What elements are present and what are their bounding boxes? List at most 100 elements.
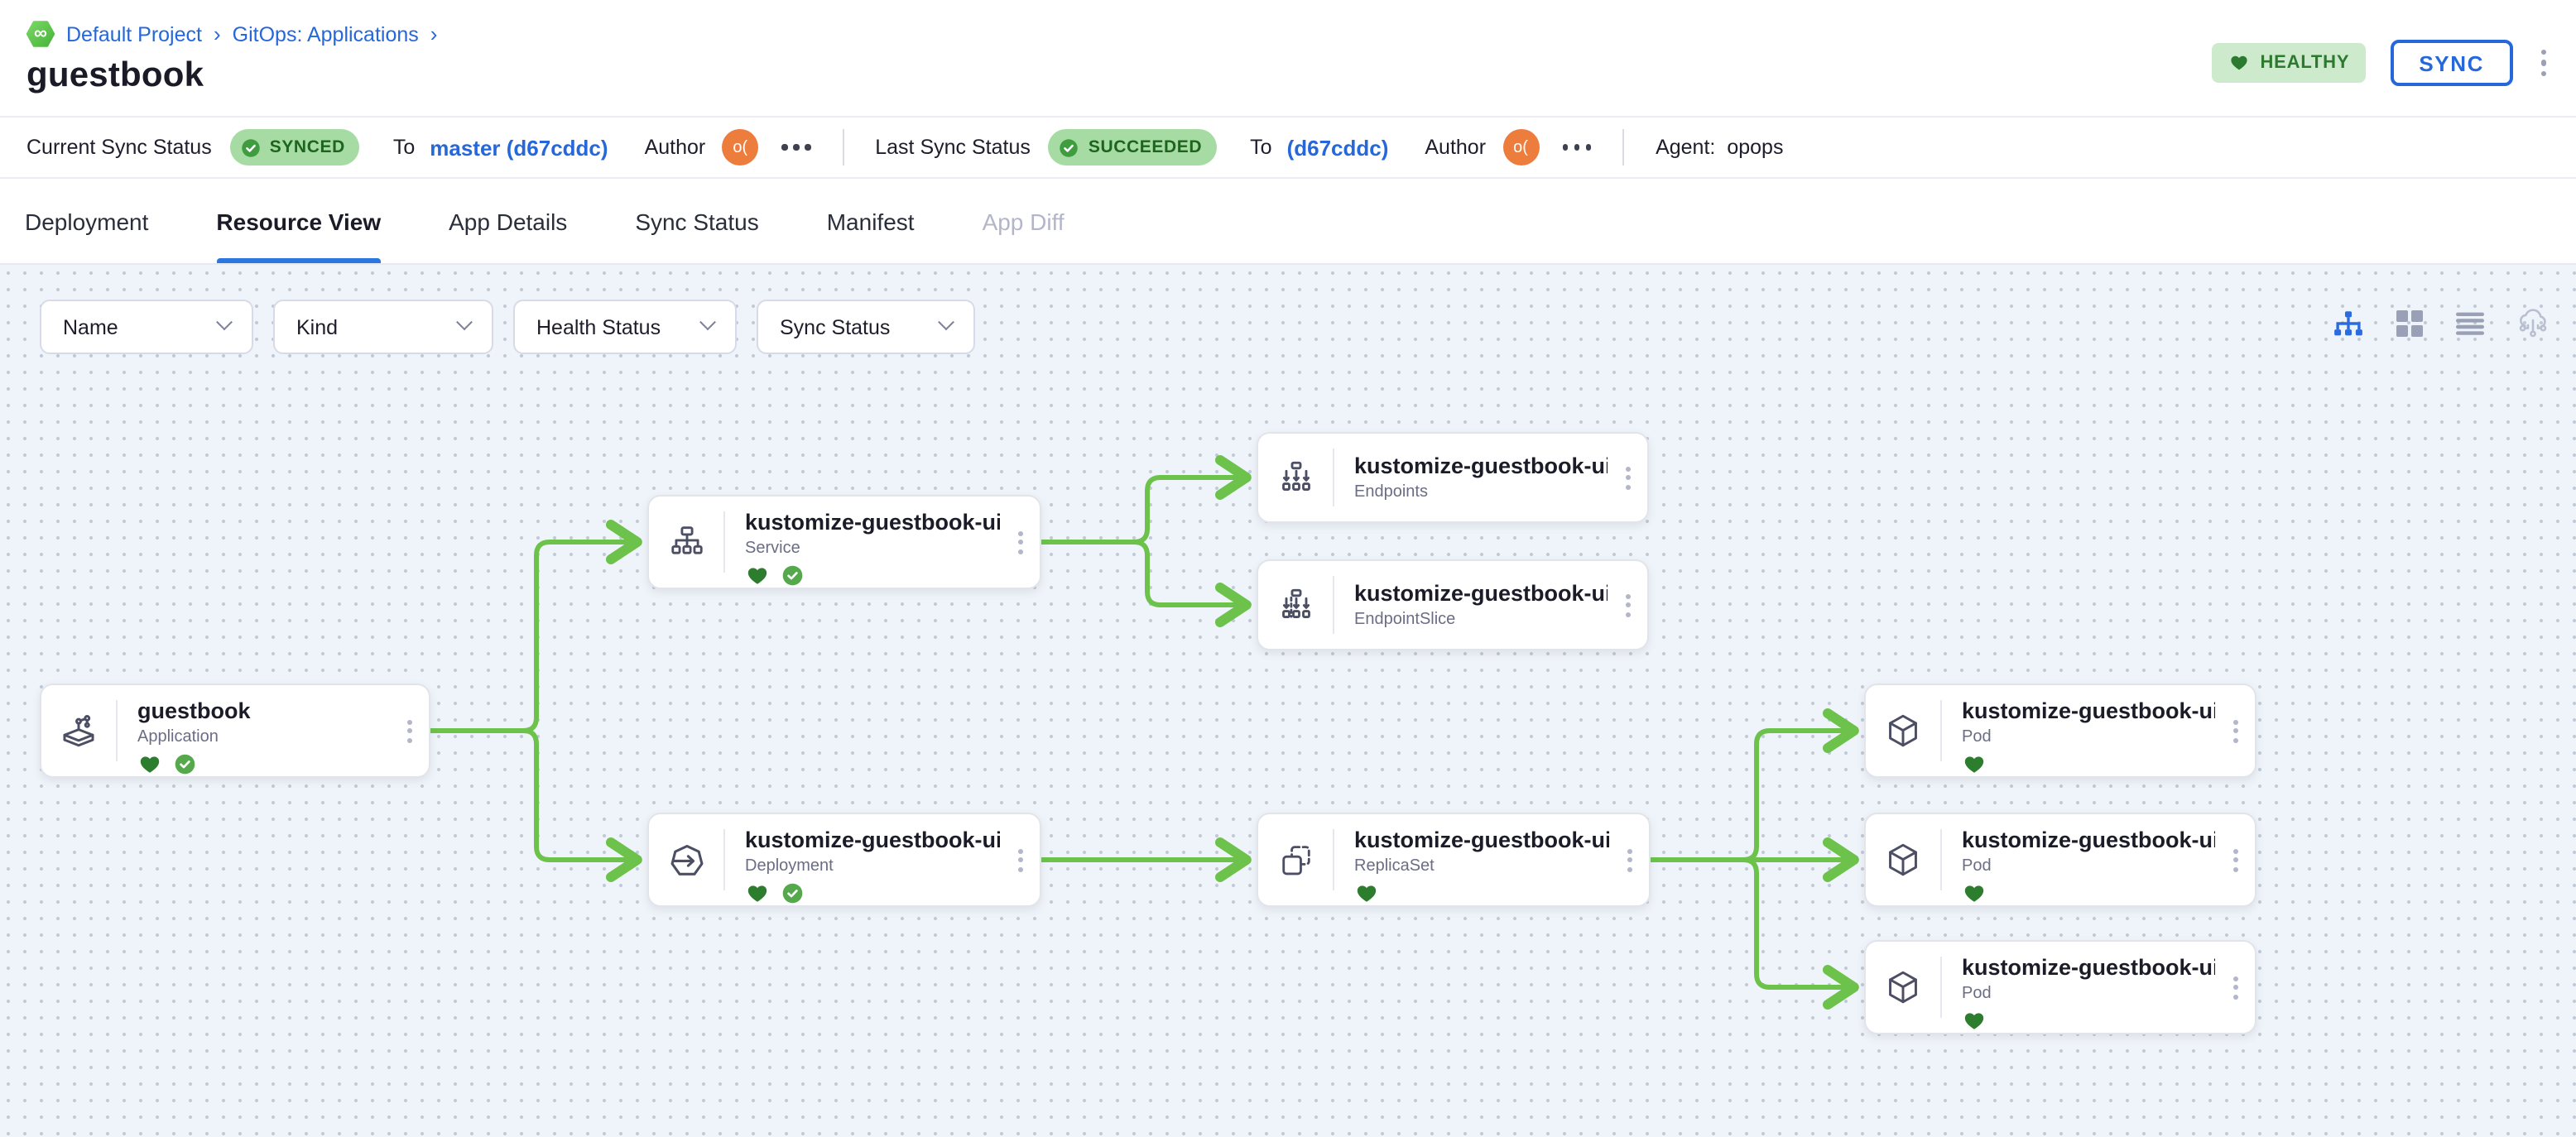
resource-status-icons <box>1354 882 1609 905</box>
tab-sync-status[interactable]: Sync Status <box>635 208 759 234</box>
filter-health-status[interactable]: Health Status <box>513 300 737 354</box>
node-menu-icon[interactable] <box>2215 814 2255 905</box>
divider <box>116 700 118 761</box>
resource-kind: Pod <box>1962 985 1992 1003</box>
node-menu-icon[interactable] <box>1608 561 1647 649</box>
resource-graph-canvas[interactable]: Name Kind Health Status Sync Status <box>0 265 2576 1137</box>
synced-check-icon <box>782 884 803 904</box>
breadcrumb-separator: › <box>430 22 438 46</box>
chevron-down-icon <box>699 314 716 331</box>
resource-kind: Endpoints <box>1354 483 1428 501</box>
resource-name: kustomize-guestbook-ui <box>745 510 1000 535</box>
node-menu-icon[interactable] <box>389 685 429 776</box>
header-actions: HEALTHY SYNC <box>2212 40 2550 86</box>
more-options-icon[interactable] <box>2537 46 2550 80</box>
tree-view-icon[interactable] <box>2333 311 2364 336</box>
ellipsis-icon[interactable] <box>1562 144 1592 151</box>
node-menu-icon[interactable] <box>1608 434 1647 521</box>
resource-name: kustomize-guestbook-ui-... <box>1354 581 1608 606</box>
resource-status-icons <box>745 564 1000 588</box>
breadcrumb-project-link[interactable]: Default Project <box>66 22 202 46</box>
divider <box>723 829 725 890</box>
divider <box>842 129 844 166</box>
filter-sync-status[interactable]: Sync Status <box>757 300 975 354</box>
resource-node-pod-kustomize-guestbook-ui[interactable]: kustomize-guestbook-ui-... Pod <box>1864 813 2256 907</box>
tab-app-diff: App Diff <box>982 208 1065 234</box>
cloud-view-icon[interactable] <box>2516 308 2550 339</box>
resource-node-pod-kustomize-guestbook-ui[interactable]: kustomize-guestbook-ui-... Pod <box>1864 940 2256 1034</box>
author-avatar[interactable]: o( <box>1502 129 1540 166</box>
healthy-heart-icon <box>1964 885 1984 902</box>
tab-manifest[interactable]: Manifest <box>826 208 915 234</box>
healthy-heart-icon <box>747 568 767 584</box>
filter-name[interactable]: Name <box>40 300 253 354</box>
header: ∞ Default Project › GitOps: Applications… <box>0 0 2576 116</box>
author-label: Author <box>1425 136 1487 159</box>
current-sync-status-label: Current Sync Status <box>26 136 212 159</box>
resource-node-application-guestbook[interactable]: guestbook Application <box>40 684 430 778</box>
edge-app-to-svc <box>428 520 642 733</box>
deployment-icon <box>649 814 723 905</box>
endpoints-icon <box>1258 434 1333 521</box>
divider <box>1622 129 1625 166</box>
pod-icon <box>1866 942 1940 1033</box>
node-menu-icon[interactable] <box>2215 942 2255 1033</box>
healthy-heart-icon <box>140 756 160 773</box>
chevron-down-icon <box>456 314 473 331</box>
divider <box>1333 449 1334 506</box>
resource-kind: EndpointSlice <box>1354 611 1456 629</box>
resource-node-service-kustomize-guestbook-ui[interactable]: kustomize-guestbook-ui Service <box>647 495 1041 589</box>
node-menu-icon[interactable] <box>1000 497 1040 588</box>
author-label: Author <box>644 136 706 159</box>
succeeded-badge: SUCCEEDED <box>1048 129 1218 166</box>
chevron-down-icon <box>216 314 233 331</box>
synced-badge: SYNCED <box>229 129 360 166</box>
harness-gitops-logo-icon: ∞ <box>26 20 55 48</box>
last-sync-status-label: Last Sync Status <box>875 136 1031 159</box>
author-avatar[interactable]: o( <box>722 129 759 166</box>
resource-name: kustomize-guestbook-ui-... <box>1962 955 2215 980</box>
resource-node-endpointslice-kustomize-guestbook-ui[interactable]: kustomize-guestbook-ui-... EndpointSlice <box>1257 559 1649 650</box>
edge-svc-to-ep <box>1039 455 1252 545</box>
edge-svc-to-eps <box>1039 540 1252 627</box>
pod-icon <box>1866 685 1940 776</box>
svg-text:∞: ∞ <box>34 22 47 43</box>
resource-node-pod-kustomize-guestbook-ui[interactable]: kustomize-guestbook-ui-... Pod <box>1864 684 2256 778</box>
node-menu-icon[interactable] <box>2215 685 2255 776</box>
synced-check-icon <box>175 755 195 775</box>
resource-name: kustomize-guestbook-ui <box>1354 453 1608 478</box>
replicaset-icon <box>1258 814 1333 905</box>
filter-kind[interactable]: Kind <box>273 300 493 354</box>
tab-app-details[interactable]: App Details <box>449 208 568 234</box>
check-circle-icon <box>241 138 260 156</box>
resource-node-endpoints-kustomize-guestbook-ui[interactable]: kustomize-guestbook-ui Endpoints <box>1257 432 1649 523</box>
current-sync-target-link[interactable]: master (d67cddc) <box>430 135 608 160</box>
resource-node-deployment-kustomize-guestbook-ui[interactable]: kustomize-guestbook-ui Deployment <box>647 813 1041 907</box>
node-menu-icon[interactable] <box>1000 814 1040 905</box>
chevron-down-icon <box>938 314 954 331</box>
node-menu-icon[interactable] <box>1609 814 1649 905</box>
breadcrumb-separator: › <box>213 22 221 46</box>
divider <box>1940 957 1942 1018</box>
page-title: guestbook <box>26 56 204 94</box>
resource-kind: Application <box>137 728 219 746</box>
resource-kind: ReplicaSet <box>1354 857 1435 876</box>
synced-check-icon <box>782 566 803 586</box>
divider <box>1940 829 1942 890</box>
resource-status-icons <box>745 882 1000 905</box>
resource-kind: Deployment <box>745 857 834 876</box>
grid-view-icon[interactable] <box>2396 309 2424 338</box>
ellipsis-icon[interactable] <box>781 144 811 151</box>
list-view-icon[interactable] <box>2455 311 2485 336</box>
tab-resource-view[interactable]: Resource View <box>216 179 382 263</box>
breadcrumb-section-link[interactable]: GitOps: Applications <box>232 22 419 46</box>
tab-deployment[interactable]: Deployment <box>25 208 149 234</box>
sync-button[interactable]: SYNC <box>2391 40 2512 86</box>
resource-node-replicaset-kustomize-guestbook-ui[interactable]: kustomize-guestbook-ui-... ReplicaSet <box>1257 813 1651 907</box>
pod-icon <box>1866 814 1940 905</box>
last-sync-target-link[interactable]: (d67cddc) <box>1286 135 1389 160</box>
resource-kind: Service <box>745 540 800 558</box>
resource-name: kustomize-guestbook-ui <box>745 828 1000 852</box>
health-status-badge: HEALTHY <box>2212 43 2367 83</box>
